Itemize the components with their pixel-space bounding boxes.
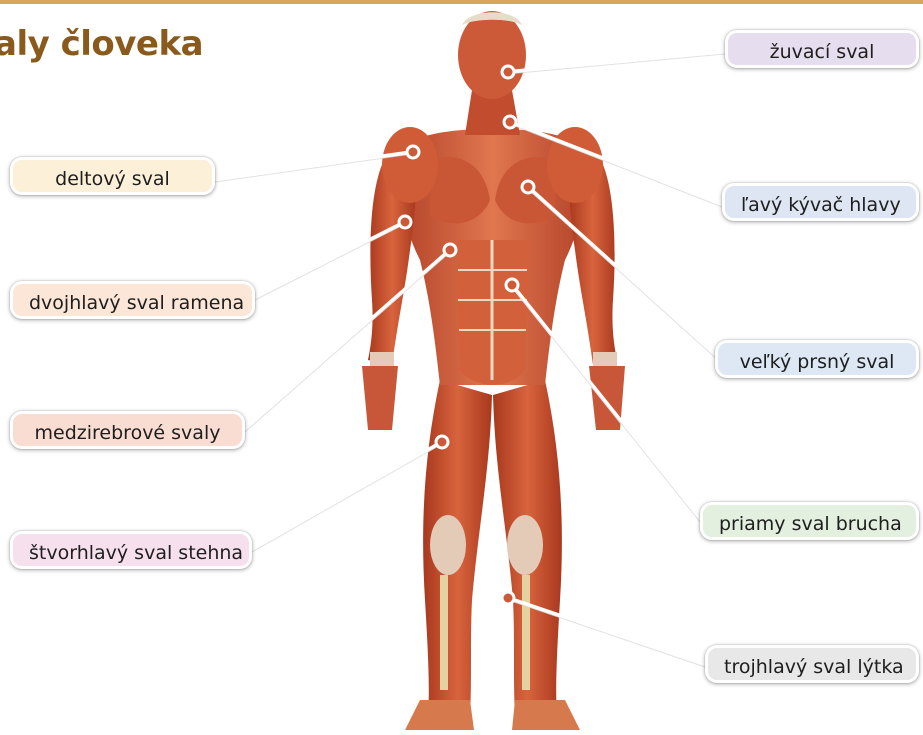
body-silhouette: [362, 11, 625, 730]
label-dvojhlavy-sval-ramena: dvojhlavý sval ramena: [10, 281, 255, 319]
label-velky-prsny-sval: veľký prsný sval: [715, 340, 919, 378]
label-lavy-kyvac-hlavy: ľavý kývač hlavy: [722, 183, 919, 221]
label-priamy-sval-brucha: priamy sval brucha: [700, 502, 919, 540]
label-zuvaci-sval: žuvací sval: [725, 30, 919, 68]
label-stvorhlavy-sval-stehna: štvorhlavý sval stehna: [10, 531, 252, 569]
label-trojhlavy-sval-lytka: trojhlavý sval lýtka: [705, 645, 919, 683]
label-deltovy-sval: deltový sval: [10, 157, 215, 195]
label-medzirebrove-svaly: medzirebrové svaly: [10, 411, 245, 449]
